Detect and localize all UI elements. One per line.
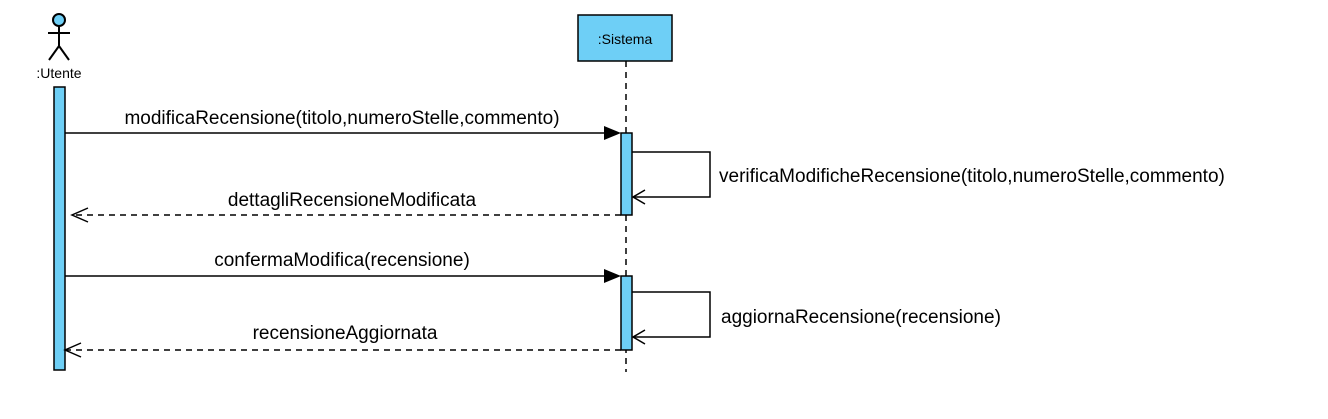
system-label: :Sistema [598, 31, 653, 47]
message-conferma-modifica: confermaModifica(recensione) [65, 250, 621, 283]
message-label: modificaRecensione(titolo,numeroStelle,c… [124, 108, 559, 129]
message-label: recensioneAggiornata [253, 323, 438, 344]
message-verifica-modifiche: verificaModificheRecensione(titolo,numer… [631, 151, 1225, 205]
actor-label: :Utente [36, 65, 81, 81]
system-activation-bar-2 [620, 275, 633, 351]
system-activation-bar-1 [620, 132, 633, 216]
message-modifica-recensione: modificaRecensione(titolo,numeroStelle,c… [65, 108, 621, 140]
message-label: dettagliRecensioneModificata [228, 190, 477, 211]
system-lifeline-head [577, 14, 673, 62]
message-dettagli-recensione-modificata: dettagliRecensioneModificata [70, 190, 621, 223]
message-aggiorna-recensione: aggiornaRecensione(recensione) [631, 291, 1001, 345]
actor-activation-bar [53, 86, 66, 371]
message-label: verificaModificheRecensione(titolo,numer… [719, 166, 1225, 187]
message-recensione-aggiornata: recensioneAggiornata [63, 323, 621, 358]
actor-icon [48, 13, 70, 61]
message-label: confermaModifica(recensione) [214, 250, 470, 271]
message-label: aggiornaRecensione(recensione) [721, 307, 1001, 328]
